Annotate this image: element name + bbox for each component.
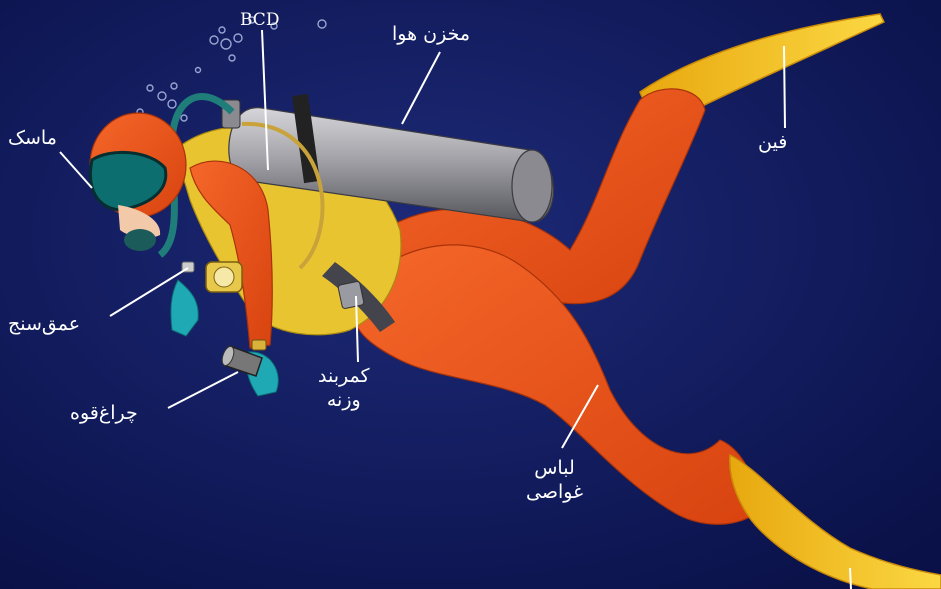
label-wetsuit: لباس غواصی <box>526 456 583 504</box>
label-mask: ماسک <box>8 126 57 150</box>
label-weight-belt-line1: کمربند <box>318 364 370 388</box>
mouthpiece <box>124 229 156 251</box>
label-bcd: BCD <box>240 8 279 32</box>
label-wetsuit-line1: لباس <box>526 456 583 480</box>
label-weight-belt-line2: وزنه <box>318 388 370 412</box>
label-flashlight: چراغ‌قوه <box>70 401 138 425</box>
label-fin: فین <box>758 130 787 154</box>
weight-block <box>338 281 365 309</box>
label-air-tank: مخزن هوا <box>392 22 470 46</box>
label-wetsuit-line2: غواصی <box>526 480 583 504</box>
label-depth-gauge: عمق‌سنج <box>8 312 80 336</box>
label-weight-belt: کمربند وزنه <box>318 364 370 412</box>
